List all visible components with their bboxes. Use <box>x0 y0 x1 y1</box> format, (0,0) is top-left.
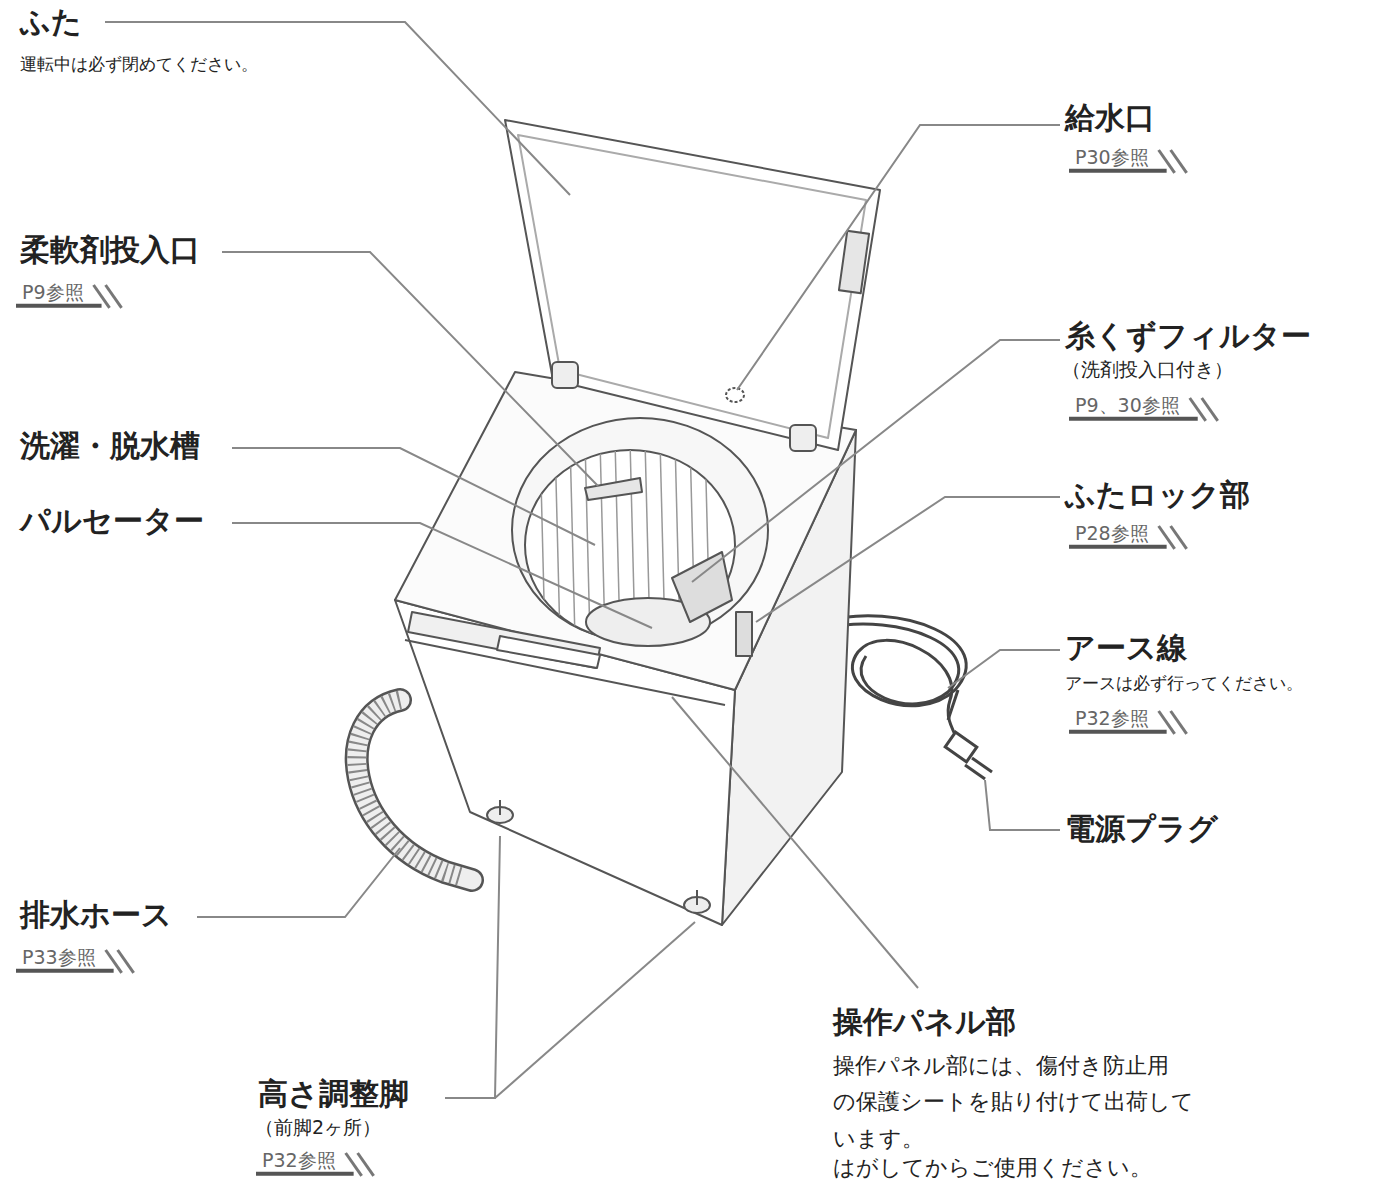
badge-slash <box>118 950 134 973</box>
part-name: 柔軟剤投入口 <box>20 232 200 268</box>
part-name: 高さ調整脚 <box>258 1076 409 1112</box>
note: 操作パネル部には、傷付き防止用 の保護シートを貼り付けて出荷して います。 <box>833 1048 1195 1157</box>
page-reference: P32参照 <box>1075 707 1149 730</box>
badge-slash <box>106 285 122 308</box>
leader-lines <box>105 22 1060 1098</box>
part-name: 洗濯・脱水槽 <box>20 428 200 464</box>
badge-underline <box>1069 417 1198 421</box>
part-name: ふたロック部 <box>1065 477 1250 513</box>
part-name: アース線 <box>1065 630 1187 666</box>
page-reference: P9参照 <box>22 281 84 304</box>
note: はがしてからご使用ください。 <box>833 1155 1152 1181</box>
badge-underline <box>16 304 102 308</box>
page-reference: P9、30参照 <box>1075 394 1180 417</box>
part-name: ふた <box>20 4 82 40</box>
badge-underline <box>256 1172 354 1176</box>
note: アースは必ず行ってください。 <box>1065 673 1303 693</box>
badge-slash <box>1202 398 1218 421</box>
reference-badges <box>16 150 1218 1176</box>
page-reference: P32参照 <box>262 1149 336 1172</box>
badge-underline <box>1069 730 1167 734</box>
badge-underline <box>16 969 114 973</box>
page-reference: P30参照 <box>1075 146 1149 169</box>
note: 運転中は必ず閉めてください。 <box>20 54 258 74</box>
note: （前脚2ヶ所） <box>255 1116 381 1139</box>
badge-slash <box>1171 711 1187 734</box>
badge-slash <box>1171 526 1187 549</box>
badge-underline <box>1069 169 1167 173</box>
page-reference: P28参照 <box>1075 522 1149 545</box>
part-name: パルセーター <box>20 503 204 539</box>
note: （洗剤投入口付き） <box>1062 358 1233 381</box>
page-reference: P33参照 <box>22 946 96 969</box>
badge-slash <box>358 1153 374 1176</box>
part-name: 糸くずフィルター <box>1065 318 1311 354</box>
washer-body <box>395 372 856 925</box>
lid <box>505 120 880 451</box>
part-name: 給水口 <box>1065 100 1155 136</box>
badge-underline <box>1069 545 1167 549</box>
part-name: 排水ホース <box>20 897 172 933</box>
badge-slash <box>1171 150 1187 173</box>
part-name: 電源プラグ <box>1065 811 1218 847</box>
part-name: 操作パネル部 <box>833 1004 1016 1040</box>
